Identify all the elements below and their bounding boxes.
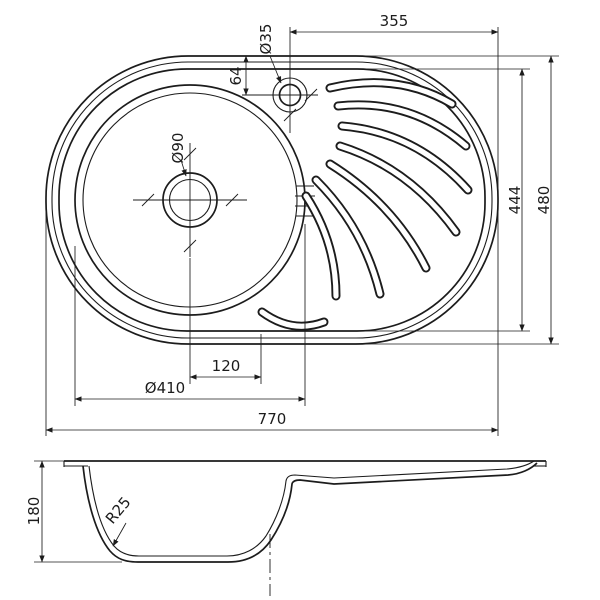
faucet-hole <box>242 57 318 133</box>
sink-side-view: 180 R25 <box>25 460 547 596</box>
dim-355-label: 355 <box>380 12 409 30</box>
leader-line-faucet <box>269 55 282 84</box>
centerline-tick <box>283 108 297 122</box>
dim-64-label: 64 <box>227 66 245 85</box>
dim-770-label: 770 <box>258 410 287 428</box>
dim-radius-label: R25 <box>102 493 135 527</box>
centerline-tick <box>183 239 197 253</box>
dim-bowl-label: Ø410 <box>145 379 185 397</box>
centerline-tick <box>183 147 197 161</box>
leader-line-radius <box>112 522 127 547</box>
bowl-profile-outer <box>82 462 538 563</box>
dim-faucet-hole-label: Ø35 <box>257 24 275 55</box>
leader-line-drain <box>180 159 187 177</box>
dim-120-label: 120 <box>212 357 241 375</box>
drainboard-ribs <box>262 83 468 327</box>
sink-rim-inner-edge <box>58 68 486 332</box>
dim-444-label: 444 <box>506 186 524 215</box>
centerline-tick <box>141 193 155 207</box>
dimensions-side-view: 180 R25 <box>25 460 135 563</box>
sink-top-view: 355 64 Ø35 Ø90 444 480 120 <box>45 12 559 436</box>
bowl-profile-inner <box>88 460 535 557</box>
sink-outer-edge <box>45 55 499 345</box>
dim-180-label: 180 <box>25 497 43 526</box>
dim-480-label: 480 <box>535 186 553 215</box>
dimensions-top-view: 355 64 Ø35 Ø90 444 480 120 <box>45 12 559 436</box>
centerline-tick <box>225 193 239 207</box>
centerline-tick <box>304 88 318 102</box>
dim-drain-hole-label: Ø90 <box>169 133 187 164</box>
drain-hole <box>133 143 247 257</box>
